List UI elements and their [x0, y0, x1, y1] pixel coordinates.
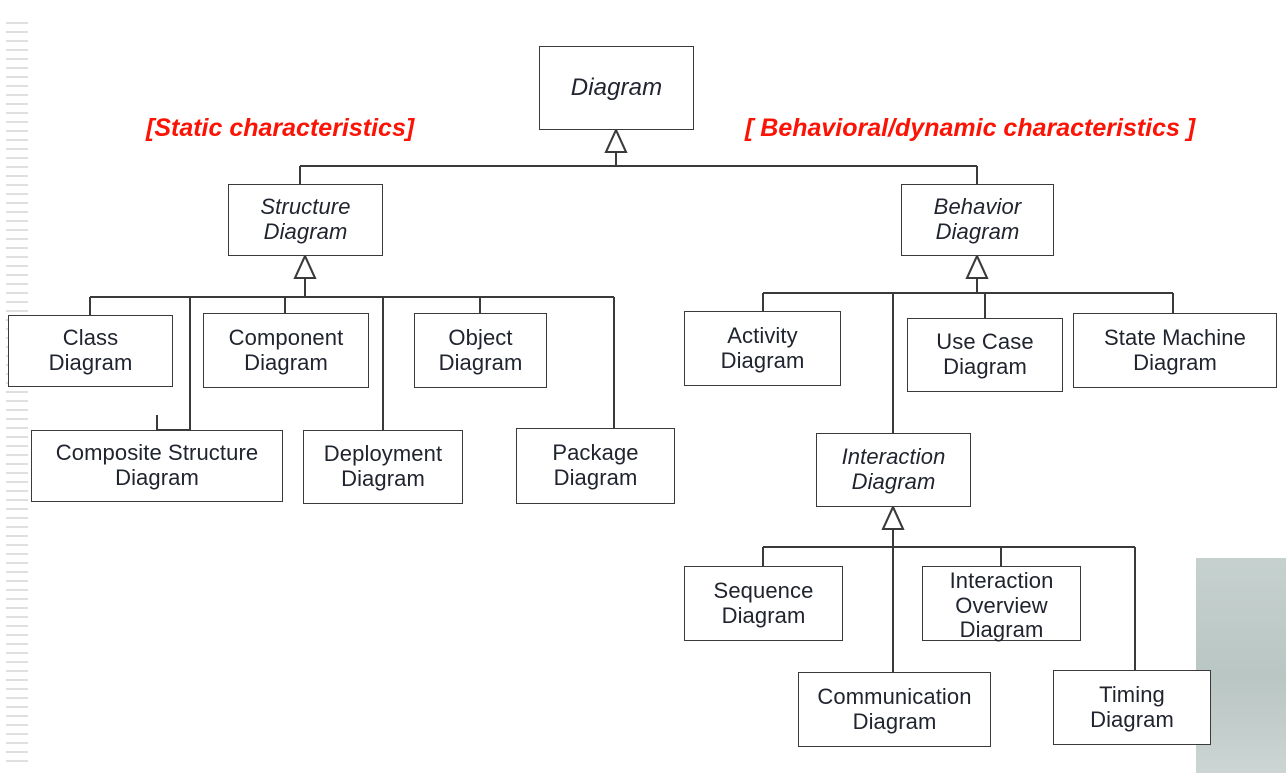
annotation-behavior-note: [ Behavioral/dynamic characteristics ] [745, 114, 1196, 142]
generalization-arrow-behavior [965, 253, 989, 280]
node-diagram[interactable]: Diagram [539, 46, 694, 130]
generalization-arrow-diagram [604, 127, 628, 154]
bottom-right-overlay-panel [1196, 558, 1286, 773]
left-edge-ruler-marks [6, 22, 28, 762]
node-label-diagram: Diagram [570, 73, 663, 101]
generalization-arrow-interaction [881, 504, 905, 531]
annotation-static-note: [Static characteristics] [146, 114, 415, 142]
generalization-arrow-structure [293, 253, 317, 280]
